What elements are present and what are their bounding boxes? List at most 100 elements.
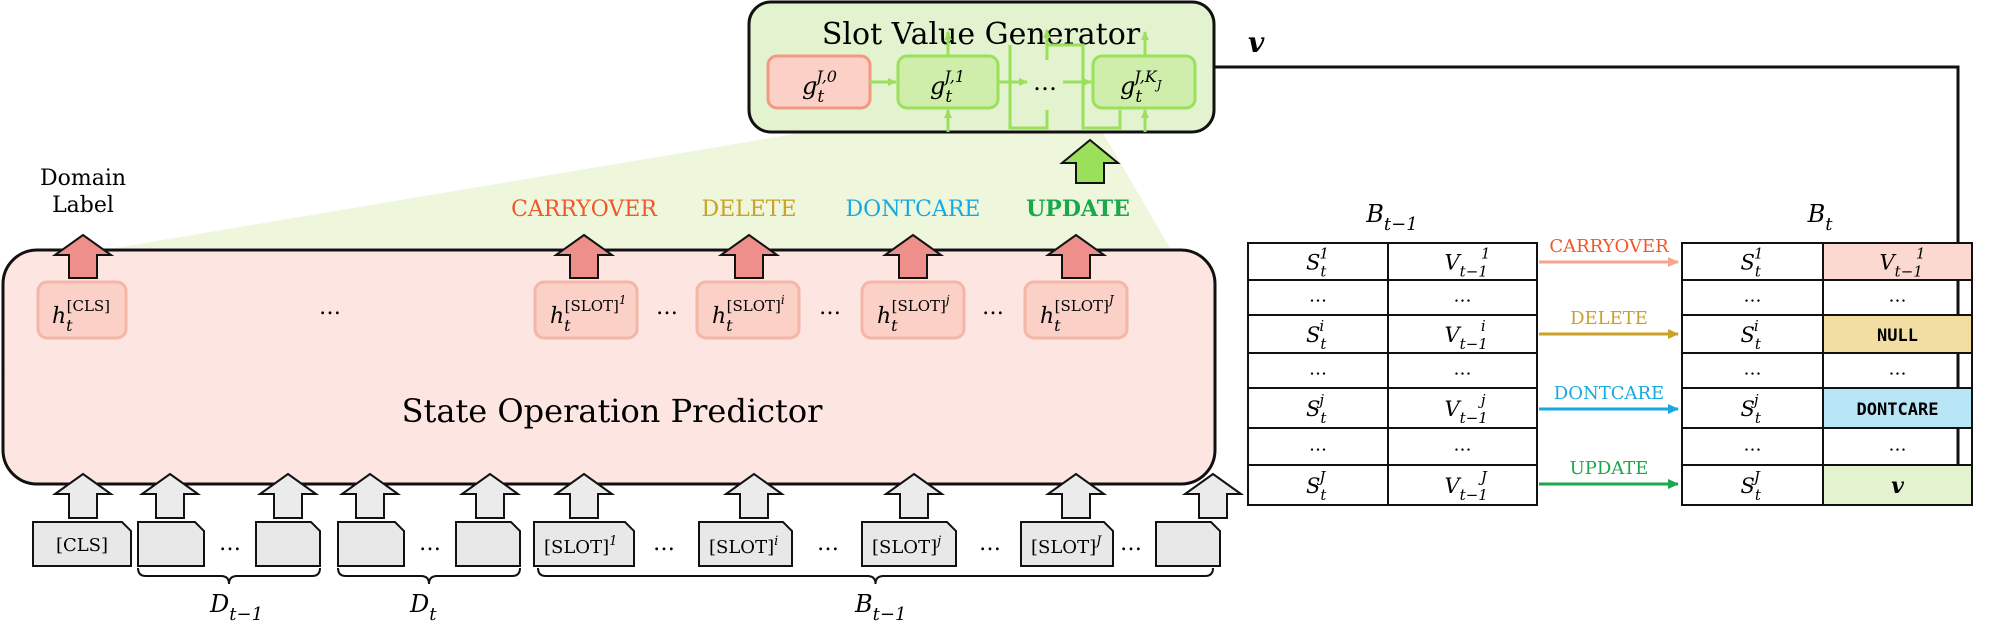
table-right-value-3: DONTCARE — [1857, 400, 1939, 420]
table-right-highlight-2 — [1823, 315, 1972, 353]
operation-output-arrows — [51, 233, 1108, 279]
gray-input-arrow-6 — [552, 472, 616, 519]
input-ellipsis-slot-3: … — [979, 531, 1001, 556]
table-right-highlight-1 — [1823, 243, 1972, 280]
op-label-delete: DELETE — [701, 197, 796, 222]
table-left-value-1: Vt−11 — [1445, 245, 1491, 281]
gray-input-arrow-4 — [338, 472, 402, 519]
table-right-ellipsis-slot-1: … — [1744, 286, 1762, 307]
generator-title: Slot Value Generator — [822, 17, 1141, 52]
generator-cell-step1-label: gtJ,1 — [930, 67, 965, 107]
input-token-slot-label-2: [SLOT]i — [709, 534, 778, 558]
table-left-value-3: Vt−1j — [1445, 391, 1488, 427]
red-output-arrow-1 — [51, 233, 115, 279]
hidden-ellipsis-2: … — [819, 295, 841, 320]
op-label-carryover: CARRYOVER — [511, 197, 658, 222]
red-output-arrow-3 — [717, 233, 781, 279]
table-left-ellipsis-slot-1: … — [1309, 286, 1327, 307]
table-right-title: Bt — [1807, 200, 1834, 235]
table-right-ellipsis-slot-2: … — [1744, 359, 1762, 380]
group-braces: Dt−1 Dt Bt−1 — [137, 567, 1214, 625]
table-right-value-2: NULL — [1877, 326, 1918, 346]
hidden-ellipsis-1: … — [656, 295, 678, 320]
table-right-ellipsis-value-3: … — [1889, 435, 1907, 456]
generator-ellipsis: … — [1033, 68, 1057, 96]
gray-input-arrow-8 — [882, 472, 946, 519]
generator-cell-final-label: gtJ,KJ — [1120, 67, 1163, 107]
hidden-slot-label-4: ht[SLOT]J — [1040, 293, 1115, 335]
input-arrows — [51, 472, 1245, 519]
gray-input-arrow-1 — [51, 472, 115, 519]
domain-label-line2: Label — [52, 193, 114, 218]
table-right-slot-4: StJ — [1741, 468, 1762, 504]
hidden-ellipsis-main: … — [319, 295, 341, 320]
projection-fan — [115, 128, 1170, 248]
table-op-label-4: UPDATE — [1570, 458, 1649, 479]
table-op-label-2: DELETE — [1570, 308, 1648, 329]
table-right-slot-3: Stj — [1741, 391, 1762, 427]
input-token-slot-1 — [533, 521, 635, 567]
table-left-ellipsis-slot-2: … — [1309, 359, 1327, 380]
input-ellipsis-d-curr: … — [419, 531, 441, 556]
input-token-slot-4 — [1020, 521, 1114, 567]
table-right-value-1: Vt−11 — [1880, 245, 1926, 281]
input-tokens: [CLS]……[SLOT]1[SLOT]i[SLOT]j[SLOT]J………… — [32, 521, 1221, 567]
table-left-ellipsis-value-3: … — [1454, 435, 1472, 456]
input-token-slot-label-1: [SLOT]1 — [544, 534, 617, 558]
hidden-slot-label-1: ht[SLOT]1 — [550, 293, 627, 335]
gray-input-arrow-3 — [256, 472, 320, 519]
hidden-slot-cell-4 — [1023, 280, 1129, 340]
table-left-title: Bt−1 — [1365, 200, 1417, 235]
input-token-d-prev-last — [255, 521, 321, 567]
gray-input-arrow-5 — [458, 472, 522, 519]
table-right-highlight-4 — [1823, 465, 1972, 505]
table-right-highlight-3 — [1823, 388, 1972, 428]
input-token-slot-2 — [698, 521, 793, 567]
hidden-slot-label-2: ht[SLOT]i — [712, 293, 785, 335]
gray-input-arrow-2 — [138, 472, 202, 519]
slot-value-generator: Slot Value Generator gtJ,0 gtJ,1 … gtJ,K… — [747, 0, 1216, 184]
state-operation-predictor: State Operation Predictor ht[CLS] … ht[S… — [1, 248, 1217, 486]
input-token-last — [1155, 521, 1221, 567]
hidden-slot-cell-3 — [860, 280, 966, 340]
hidden-slot-label-3: ht[SLOT]j — [877, 293, 950, 335]
input-token-slot-label-4: [SLOT]J — [1031, 534, 1102, 558]
gray-input-arrow-9 — [1044, 472, 1108, 519]
hidden-cls-label: ht[CLS] — [52, 297, 110, 335]
table-op-label-1: CARRYOVER — [1549, 236, 1669, 257]
input-token-d-prev-first — [137, 521, 205, 567]
table-left-value-2: Vt−1i — [1445, 317, 1488, 353]
predictor-title: State Operation Predictor — [402, 392, 824, 430]
table-left-ellipsis-value-1: … — [1454, 286, 1472, 307]
brace-b-prev — [537, 567, 1214, 585]
input-ellipsis-slot-1: … — [653, 531, 675, 556]
table-left-slot-4: StJ — [1306, 468, 1327, 504]
input-token-d-curr-first — [337, 521, 405, 567]
hidden-slot-cell-1 — [533, 280, 639, 340]
input-token-d-curr-last — [455, 521, 521, 567]
hidden-ellipsis-3: … — [982, 295, 1004, 320]
domain-label-line1: Domain — [40, 166, 126, 191]
op-label-update: UPDATE — [1026, 196, 1130, 222]
table-op-label-3: DONTCARE — [1554, 383, 1664, 404]
red-output-arrow-4 — [881, 233, 945, 279]
table-right-frame — [1681, 242, 1973, 506]
input-token-cls-label: [CLS] — [56, 535, 108, 556]
input-group-label-1: Dt−1 — [209, 590, 263, 625]
gray-input-arrow-7 — [722, 472, 786, 519]
input-group-label-3: Bt−1 — [854, 590, 906, 625]
generator-cell-initial-label: gtJ,0 — [802, 67, 837, 107]
generator-output-label: v — [1248, 26, 1265, 59]
table-right-ellipsis-value-1: … — [1889, 286, 1907, 307]
input-group-label-2: Dt — [409, 590, 437, 625]
table-left-slot-2: Sti — [1306, 317, 1327, 353]
generator-flow-arrows — [870, 29, 1149, 132]
table-right-slot-2: Sti — [1741, 317, 1762, 353]
table-left-slot-3: Stj — [1306, 391, 1327, 427]
input-ellipsis-slot-4: … — [1120, 531, 1142, 556]
table-left-slot-1: St1 — [1306, 245, 1329, 281]
input-token-slot-3 — [861, 521, 957, 567]
red-output-arrow-2 — [552, 233, 616, 279]
